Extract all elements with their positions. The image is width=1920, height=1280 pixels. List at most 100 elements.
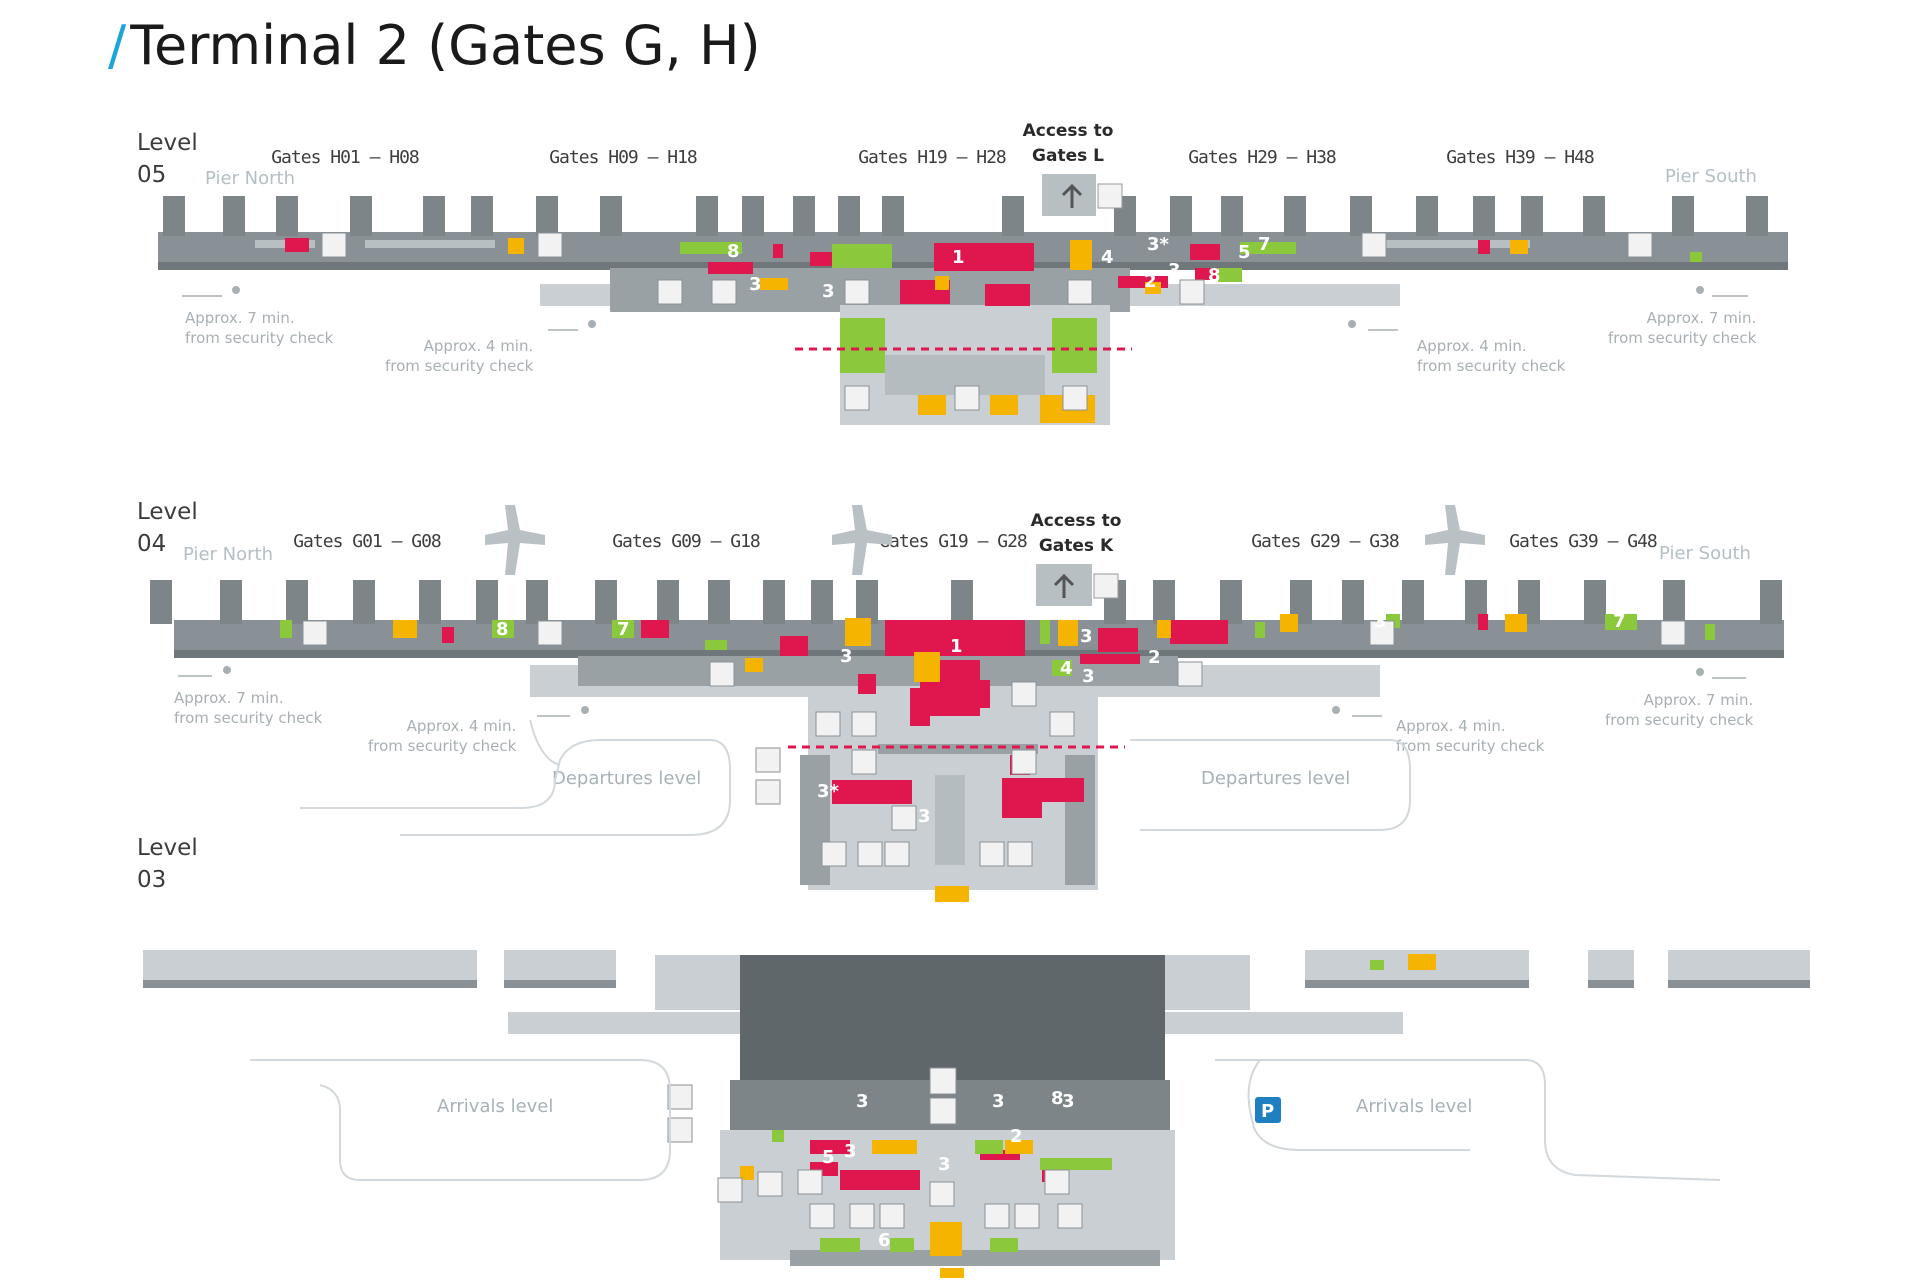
l03-marker-3a: 3 — [856, 1091, 869, 1112]
smoking-area-icon — [984, 1203, 1010, 1229]
l04-marker-3b: 3 — [1080, 626, 1093, 647]
l04-marker-8: 8 — [496, 619, 509, 640]
restroom-icon — [1660, 620, 1686, 646]
restroom-icon — [1369, 620, 1395, 646]
car-icon — [755, 779, 781, 805]
l04-marker-7a: 7 — [617, 619, 630, 640]
restroom-icon — [1062, 385, 1088, 411]
l05-pier-south: Pier South — [1665, 166, 1757, 187]
l03-services — [772, 1130, 1112, 1252]
restroom-icon — [709, 661, 735, 687]
information-icon — [891, 805, 917, 831]
l05-walk-time-south-far: Approx. 7 min. from security check — [1608, 309, 1757, 347]
l05-marker-3-star: 3* — [1147, 234, 1170, 255]
walking-person-icon — [581, 706, 589, 714]
elevator-icon — [879, 1203, 905, 1229]
l04-marker-3d: 3 — [1082, 666, 1095, 687]
elevator-icon — [1014, 1203, 1040, 1229]
restroom-icon — [1177, 661, 1203, 687]
elevator-icon — [1007, 841, 1033, 867]
restroom-icon — [851, 749, 877, 775]
l05-gates-h09-h18[interactable]: Gates H09 – H18 — [549, 147, 698, 168]
restroom-icon — [321, 232, 347, 258]
l04-marker-3c: 3 — [1374, 611, 1387, 632]
l04-gates-g19-g28[interactable]: Gates G19 – G28 — [879, 531, 1028, 552]
l04-departures-roads — [300, 719, 1411, 836]
l05-pier-north: Pier North — [205, 168, 295, 189]
l03-marker-2: 2 — [1010, 1126, 1023, 1147]
l04-marker-2: 2 — [1148, 647, 1161, 668]
l04-walk-paths — [178, 675, 1746, 717]
l05-gates-h39-h48[interactable]: Gates H39 – H48 — [1446, 147, 1595, 168]
l03-marker-6: 6 — [878, 1230, 891, 1251]
walking-person-icon — [1696, 668, 1704, 676]
l05-gates-h29-h38[interactable]: Gates H29 – H38 — [1188, 147, 1337, 168]
arrow-up-icon — [1053, 573, 1075, 598]
l04-icons — [302, 620, 1686, 867]
l05-gate-fingers — [163, 196, 1768, 236]
level-04-map: 1 2 3 3 3 3 4 7 7 8 3* 3 — [150, 505, 1784, 902]
l05-marker-4: 4 — [1101, 247, 1114, 268]
l05-access-tile[interactable] — [1042, 174, 1096, 216]
train-icon — [1093, 573, 1119, 599]
l05-shops — [285, 238, 1490, 306]
l04-access-gates-k[interactable]: Access to Gates K — [1030, 511, 1122, 556]
l04-airplane-icons — [485, 505, 1485, 575]
l04-pier-north: Pier North — [183, 544, 273, 565]
l05-restroom-icons — [321, 232, 1653, 411]
l04-gates-g29-g38[interactable]: Gates G29 – G38 — [1251, 531, 1400, 552]
svg-text:P: P — [1261, 1101, 1274, 1122]
restroom-icon — [1057, 1203, 1083, 1229]
l03-food — [740, 1140, 1033, 1278]
walking-person-icon — [588, 320, 596, 328]
l03-building-block — [504, 950, 616, 984]
l05-walk-time-north-near: Approx. 4 min. from security check — [385, 337, 534, 375]
l03-building-block — [143, 950, 477, 984]
baby-care-icon — [815, 711, 841, 737]
l03-building-block — [1588, 950, 1634, 984]
walking-person-icon — [1348, 320, 1356, 328]
walking-person-icon — [223, 666, 231, 674]
l04-marker-3a: 3 — [840, 646, 853, 667]
l05-marker-1: 1 — [952, 247, 965, 268]
l04-gates-g09-g18[interactable]: Gates G09 – G18 — [612, 531, 761, 552]
parking-icon — [1255, 1097, 1281, 1123]
restroom-icon — [844, 385, 870, 411]
smoking-area-icon — [954, 385, 980, 411]
l03-arrivals-level-right: Arrivals level — [1356, 1096, 1473, 1117]
l05-walk-time-north-far: Approx. 7 min. from security check — [185, 309, 334, 347]
l03-shops — [810, 1140, 1062, 1190]
l05-walk-time-south-near: Approx. 4 min. from security check — [1417, 337, 1566, 375]
l03-building-block — [1668, 950, 1810, 984]
l04-walk-time-north-far: Approx. 7 min. from security check — [174, 689, 323, 727]
l05-marker-8b: 8 — [1208, 265, 1221, 286]
l05-gates-h01-h08[interactable]: Gates H01 – H08 — [271, 147, 420, 168]
walking-person-icon — [1332, 706, 1340, 714]
airplane-icon — [1425, 505, 1485, 575]
l04-food-exit — [935, 886, 969, 902]
airplane-icon — [832, 505, 892, 575]
baggage-claim-icon — [757, 1171, 783, 1197]
smoking-area-icon — [979, 841, 1005, 867]
walking-person-icon — [232, 286, 240, 294]
smoking-area-icon — [657, 279, 683, 305]
airplane-icon — [485, 505, 545, 575]
bus-icon — [755, 747, 781, 773]
l04-gates-g39-g48[interactable]: Gates G39 – G48 — [1509, 531, 1658, 552]
l04-shops — [442, 614, 1488, 818]
page-title: /Terminal 2 (Gates G, H) — [108, 14, 761, 77]
l04-marker-7b: 7 — [1613, 611, 1626, 632]
l03-arrivals-roads — [250, 1059, 1721, 1181]
restroom-icon — [809, 1203, 835, 1229]
l03-marker-3d: 3 — [938, 1154, 951, 1175]
l05-gates-h19-h28[interactable]: Gates H19 – H28 — [858, 147, 1007, 168]
l05-marker-3b: 3 — [822, 281, 835, 302]
l05-access-gates-l[interactable]: Access to Gates L — [1022, 121, 1114, 166]
l04-gates-g01-g08[interactable]: Gates G01 – G08 — [293, 531, 442, 552]
restroom-icon — [717, 1177, 743, 1203]
l05-walk-paths — [182, 295, 1748, 331]
l04-marker-3e: 3 — [918, 806, 931, 827]
restroom-icon — [537, 620, 563, 646]
